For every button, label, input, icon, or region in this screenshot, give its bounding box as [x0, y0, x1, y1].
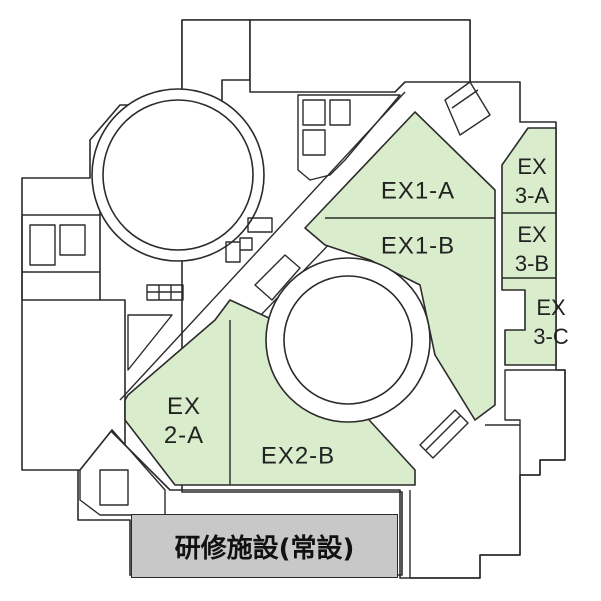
stair-upper — [297, 94, 401, 181]
right-lower-rooms — [409, 369, 566, 579]
hall-ex3a-label[interactable]: EX 3-A — [514, 154, 550, 208]
hall-ex3 — [501, 127, 557, 366]
left-wing-rooms — [21, 214, 100, 301]
training-room[interactable]: 研修施設(常設) — [131, 514, 398, 578]
left-wing-outline — [21, 104, 182, 471]
hall-ex1b-label[interactable]: EX1-B — [380, 232, 456, 260]
hall-ex3c-label[interactable]: EX 3-C — [533, 295, 569, 349]
grid-marker — [146, 284, 184, 301]
hall-ex2b-label[interactable]: EX2-B — [260, 442, 336, 470]
stair-small-left — [225, 217, 273, 263]
stair-top-right — [444, 81, 491, 136]
stair-right — [419, 409, 469, 459]
hall-ex1a-label[interactable]: EX1-A — [380, 177, 456, 205]
hall-ex1 — [304, 111, 496, 421]
training-room-label: 研修施設(常設) — [174, 533, 355, 564]
hall-ex2a-label[interactable]: EX 2-A — [163, 393, 205, 449]
left-dome-inner — [102, 99, 254, 251]
triangle-room — [127, 314, 173, 371]
angled-room — [254, 254, 301, 301]
top-block-right — [249, 19, 471, 93]
center-dome-inner — [283, 275, 413, 405]
hall-ex3b-label[interactable]: EX 3-B — [514, 222, 550, 276]
